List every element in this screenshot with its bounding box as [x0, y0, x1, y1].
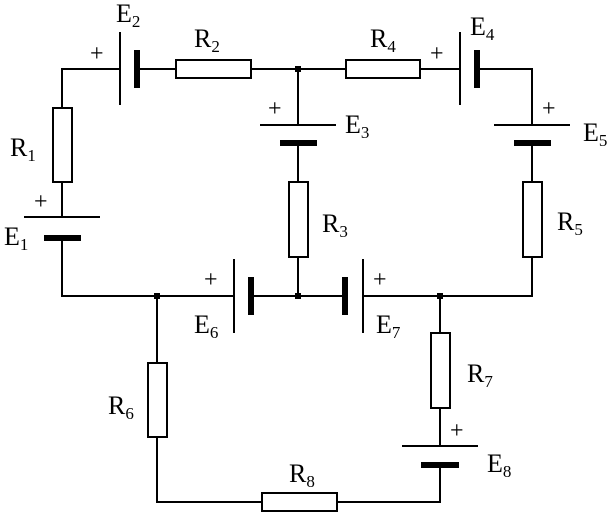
- wire-e1-to-left-node: [61, 238, 157, 297]
- plus-sign-e4: +: [430, 41, 444, 67]
- wire-r6-to-r8: [156, 437, 262, 503]
- resistor-r7: [430, 332, 451, 409]
- resistor-r2: [175, 59, 252, 79]
- resistor-r3: [288, 181, 309, 258]
- plus-sign-e8: +: [450, 418, 464, 444]
- battery-e2: [119, 32, 140, 105]
- battery-e7: [342, 259, 364, 333]
- label-r5: R5: [557, 207, 583, 239]
- battery-e5: [494, 124, 570, 146]
- label-r4: R4: [370, 24, 396, 56]
- label-r6: R6: [108, 391, 134, 423]
- battery-e8: [402, 445, 478, 468]
- label-e4: E4: [470, 12, 495, 44]
- wires: [61, 68, 533, 503]
- label-r3: R3: [322, 209, 348, 241]
- plus-sign-e3: +: [268, 96, 282, 122]
- label-e6: E6: [194, 310, 218, 342]
- battery-e1: [24, 216, 100, 241]
- label-r1: R1: [10, 133, 36, 165]
- label-e8: E8: [487, 449, 511, 481]
- label-r7: R7: [467, 359, 493, 391]
- plus-sign-e1: +: [34, 189, 48, 215]
- resistors: [52, 59, 543, 512]
- junction-node-middle: [295, 293, 301, 299]
- battery-e6: [233, 259, 254, 333]
- junction-nodes: [154, 66, 443, 299]
- label-e1: E1: [4, 222, 28, 254]
- resistor-r5: [522, 181, 543, 258]
- resistor-r1: [52, 107, 73, 183]
- batteries: [24, 32, 570, 468]
- junction-node-right: [437, 293, 443, 299]
- label-r2: R2: [194, 24, 220, 56]
- resistor-r8: [261, 492, 338, 512]
- plus-sign-e7: +: [373, 267, 387, 293]
- wire-r5-to-right-node: [440, 257, 533, 297]
- label-e7: E7: [376, 310, 401, 342]
- plus-sign-e6: +: [204, 267, 218, 293]
- label-e3: E3: [345, 110, 369, 142]
- wire-r8-to-e8: [337, 465, 441, 503]
- resistor-r6: [147, 362, 168, 438]
- label-e2: E2: [116, 0, 140, 31]
- plus-sign-e5: +: [542, 96, 556, 122]
- label-r8: R8: [289, 459, 315, 491]
- battery-e4: [459, 32, 480, 105]
- resistor-r4: [345, 59, 421, 79]
- wire-r1-to-e2: [61, 68, 120, 108]
- battery-e3: [260, 124, 336, 146]
- plus-sign-e2: +: [90, 41, 104, 67]
- wire-e4-to-e5: [476, 68, 533, 125]
- label-e5: E5: [583, 118, 607, 150]
- junction-node-top: [295, 66, 301, 72]
- junction-node-left: [154, 293, 160, 299]
- polarity-signs: + + + + + + + +: [34, 41, 556, 444]
- component-labels: R1 R2 R3 R4 R5 R6 R7 R8 E1 E2 E3 E4 E5 E…: [4, 0, 607, 491]
